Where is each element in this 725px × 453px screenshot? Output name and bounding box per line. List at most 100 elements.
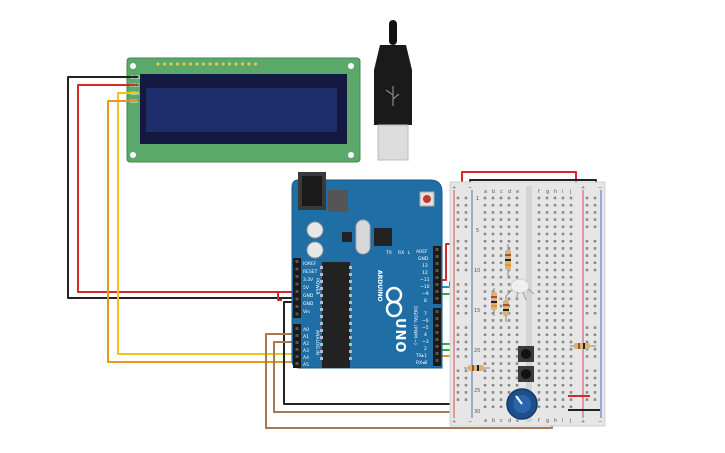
breadboard-hole [507,347,511,351]
breadboard-hole [561,203,565,207]
wire-analog-2[interactable] [273,341,540,413]
breadboard-hole [483,326,487,329]
breadboard-hole [537,383,541,387]
breadboard-hole [569,247,573,250]
rail-hole [593,297,597,301]
breadboard-hole [491,347,495,351]
resistor-3[interactable] [503,296,509,322]
breadboard-hole [545,268,549,272]
breadboard-hole [553,225,557,229]
push-button-2[interactable] [518,366,534,382]
breadboard-hole [537,369,541,373]
wire-lcd-scl[interactable] [107,100,300,363]
resistor-4[interactable] [464,365,490,371]
breadboard-hole [483,304,487,308]
rail-hole [585,239,589,243]
rail-hole [464,261,468,265]
breadboard-hole [515,326,519,329]
rgb-led[interactable] [505,278,535,301]
header-socket [435,290,439,293]
header-socket [435,324,439,327]
resistor-5[interactable] [570,343,596,349]
rail-hole [456,218,460,221]
breadboard-hole [569,383,573,387]
pin-5v-label: 5V [303,285,310,291]
resistor-2[interactable] [491,288,497,316]
lcd-module[interactable]: GND VCC SDA SCL [126,57,361,163]
breadboard-hole [515,362,519,365]
breadboard-hole [561,247,565,250]
crystal-oscillator [355,219,371,255]
rail-hole [585,326,589,329]
rail-hole [464,340,468,344]
breadboard-hole [537,376,541,380]
breadboard-hole [515,196,519,200]
rail-hole [456,297,460,301]
pin-3-label: ~3 [422,339,429,345]
rail-hole [593,203,597,207]
breadboard-hole [553,391,557,394]
breadboard-hole [537,326,541,329]
breadboard-hole [515,383,519,387]
breadboard-hole [545,405,549,409]
breadboard-hole [499,232,503,236]
breadboard-hole [507,391,511,394]
breadboard-hole [507,225,511,229]
analog-header [293,324,301,368]
breadboard-hole [483,362,487,365]
wire-lcd-gnd[interactable] [67,76,300,299]
rail-hole [456,239,460,243]
breadboard-hole [569,326,573,329]
breadboard-hole [499,225,503,229]
usb-chip [374,228,392,246]
breadboard-hole [483,211,487,214]
breadboard-hole [483,398,487,401]
rail-hole [593,333,597,337]
push-button-1[interactable] [518,346,534,362]
breadboard-hole [569,355,573,358]
breadboard-hole [569,261,573,265]
pin-6-label: ~6 [422,318,429,324]
digital-label: DIGITAL (PWM ~) [412,306,418,345]
rail-hole [464,391,468,394]
arduino-uno[interactable]: ARDUINO UNO IOREF RESET 3.3V 5V GND GND … [291,172,443,369]
rail-hole [585,203,589,207]
breadboard-hole [569,398,573,401]
rail-hole [464,383,468,387]
pin-aref-label: AREF [416,249,428,255]
breadboard-hole [515,347,519,351]
rail-minus-top-right: − [598,185,602,191]
chip-leg [320,315,323,318]
breadboard-hole [569,275,573,279]
digital-header-bottom [433,308,441,366]
resistor-1[interactable] [505,244,511,276]
chip-leg [349,322,352,325]
rail-hole [456,304,460,308]
breadboard-hole [569,196,573,200]
breadboard[interactable]: a b c d e f g h i j a b c d e f g h i j … [449,181,606,427]
breadboard-hole [545,355,549,358]
pin-reset-label: RESET [303,269,318,275]
rail-hole [593,290,597,293]
wire-5v-rail[interactable] [277,291,300,301]
pin-a0-label: A0 [303,327,309,333]
breadboard-hole [569,333,573,337]
usb-cable[interactable] [374,20,412,161]
breadboard-hole [553,218,557,221]
breadboard-hole [545,311,549,315]
rail-hole [585,218,589,221]
rail-hole [464,355,468,358]
rail-hole [456,290,460,293]
potentiometer[interactable] [506,388,538,420]
chip-leg [349,280,352,283]
breadboard-hole [545,383,549,387]
breadboard-hole [553,211,557,214]
header-socket [295,334,299,337]
breadboard-hole [553,340,557,344]
breadboard-hole [545,290,549,293]
wire-lcd-vcc[interactable] [77,84,300,293]
wire-lcd-sda[interactable] [117,92,300,355]
breadboard-hole [507,355,511,358]
rail-hole [456,376,460,380]
breadboard-hole [507,333,511,337]
